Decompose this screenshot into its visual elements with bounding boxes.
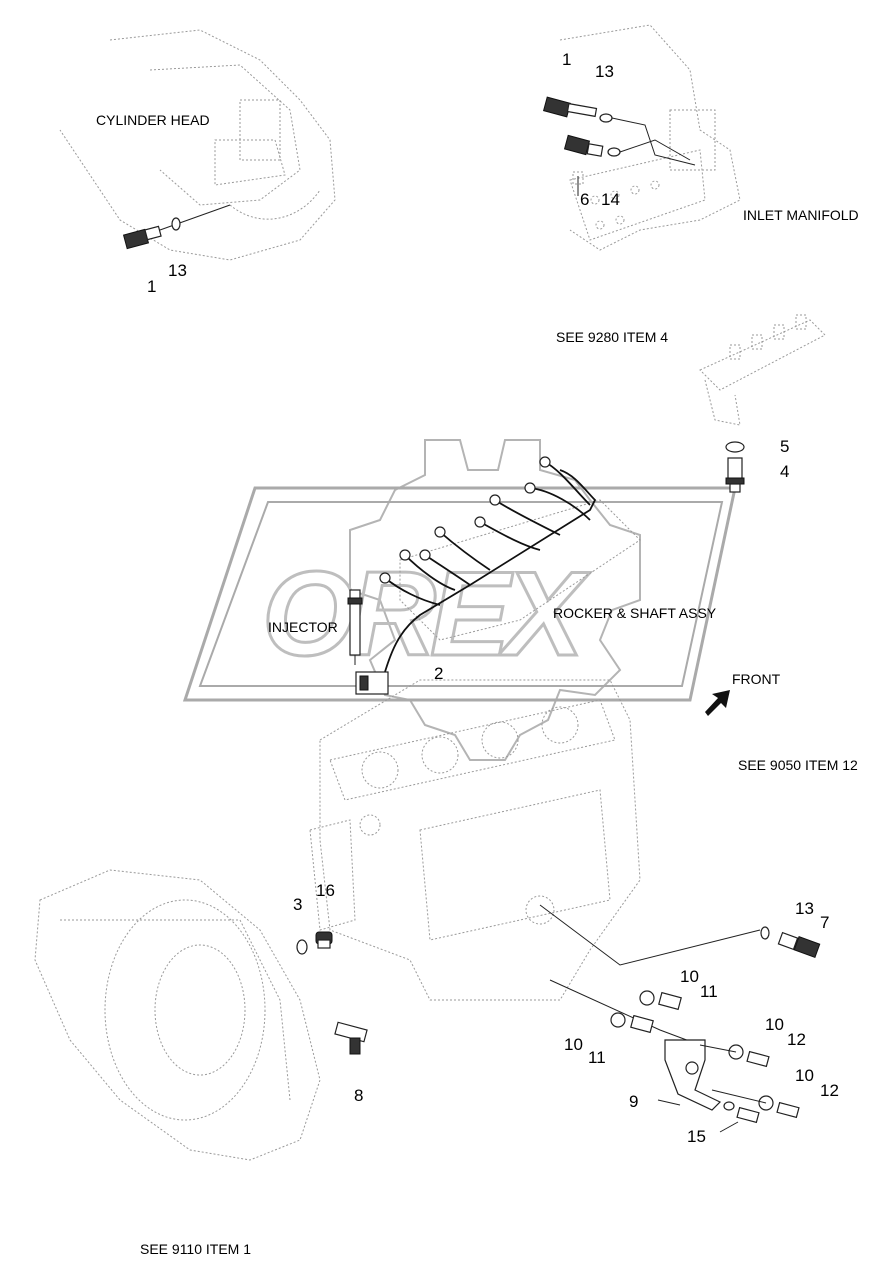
callout: 1 [147,277,156,296]
injector [347,589,363,665]
label-inlet-manifold: INLET MANIFOLD [743,207,859,223]
crank-sensor [334,1021,368,1055]
callout: 14 [601,190,620,209]
label-injector: INJECTOR [268,619,338,635]
watermark-gear-icon [349,439,641,761]
text-labels: CYLINDER HEAD INLET MANIFOLD SEE 9280 IT… [96,112,859,1257]
callout: 2 [434,664,443,683]
rail-fitting [725,441,745,493]
callout: 11 [588,1048,606,1067]
fuel-rail-ghost [699,314,826,426]
label-front: FRONT [732,671,781,687]
inlet-manifold-ghost [559,24,741,251]
label-see-9050: SEE 9050 ITEM 12 [738,757,858,773]
callout: 1 [562,50,571,69]
pressure-sensor-lower [563,134,691,161]
callout: 15 [687,1127,706,1146]
watermark-text: OREX [262,547,591,681]
callout: 9 [629,1092,638,1111]
leader-lines [572,171,739,1133]
callout: 12 [820,1081,839,1100]
callout: 13 [795,899,814,918]
callout: 12 [787,1030,806,1049]
callout: 16 [316,881,335,900]
label-see-9110: SEE 9110 ITEM 1 [140,1241,251,1257]
callout: 5 [780,437,789,456]
bracket-assembly [549,979,800,1124]
callout: 3 [293,895,302,914]
callout: 10 [564,1035,583,1054]
pressure-sensor-upper [542,96,696,166]
callout: 7 [820,913,829,932]
callout: 10 [680,967,699,986]
temperature-sensor-head [122,204,231,250]
callout: 11 [700,982,718,1001]
callout: 10 [795,1066,814,1085]
front-arrow-icon [705,690,730,716]
callout: 13 [595,62,614,81]
callout-numbers: 1 13 1 13 6 14 5 4 2 3 16 13 7 10 11 10 … [147,50,839,1146]
engine-block-ghost [309,679,641,1001]
oil-pressure-sensor [539,904,821,966]
cylinder-head-ghost [59,29,336,261]
watermark-logo: OREX [182,439,737,761]
callout: 6 [580,190,589,209]
plug-and-washer [296,931,333,955]
flywheel-housing-ghost [34,869,321,1161]
callout: 4 [780,462,789,481]
injector-harness [355,456,641,695]
label-cylinder-head: CYLINDER HEAD [96,112,210,128]
callout: 8 [354,1086,363,1105]
label-see-9280: SEE 9280 ITEM 4 [556,329,668,345]
label-rocker-shaft: ROCKER & SHAFT ASSY [553,605,717,621]
callout: 10 [765,1015,784,1034]
callout: 13 [168,261,187,280]
